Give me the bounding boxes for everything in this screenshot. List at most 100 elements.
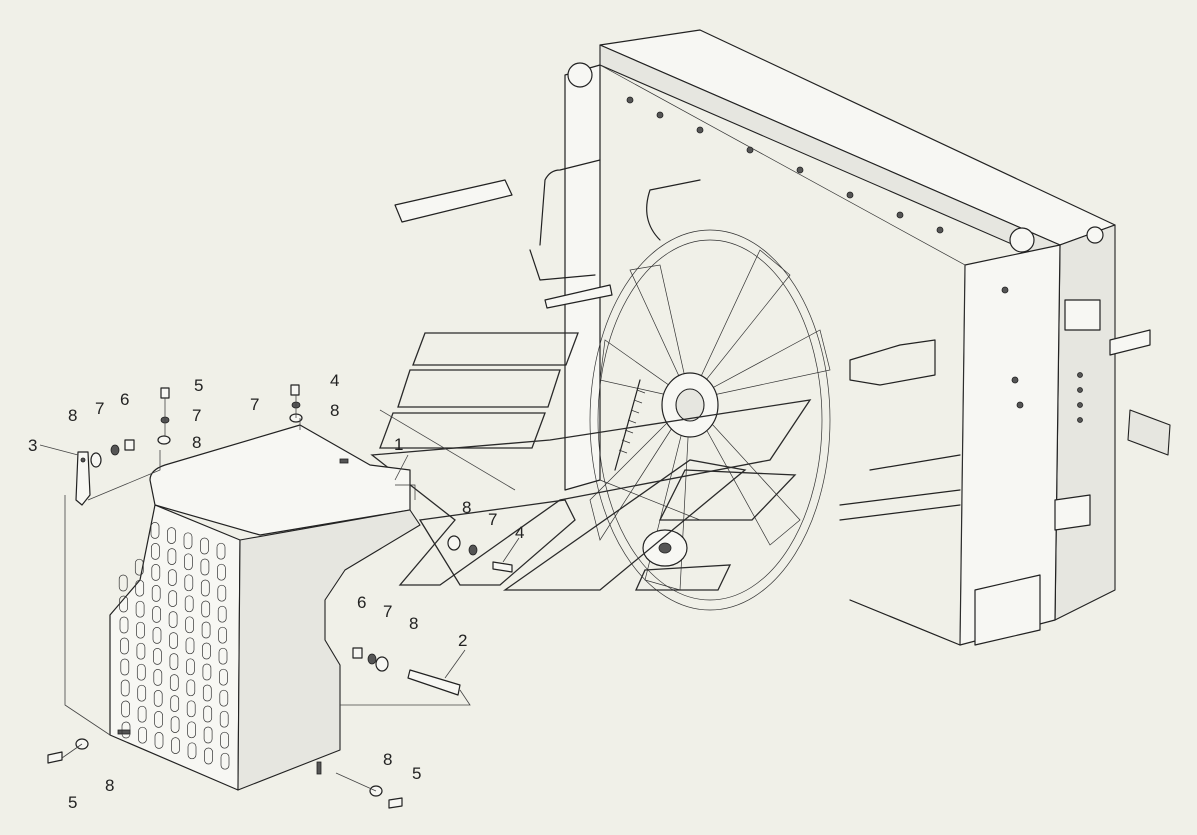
callout-6-top: 6 [120, 390, 129, 409]
grill-slot [218, 647, 228, 665]
grill-slot [169, 653, 179, 670]
grill-slot [136, 663, 146, 681]
grill-slot [169, 674, 179, 691]
grill-slot [218, 626, 227, 644]
grill-slot [121, 700, 130, 718]
grill-slot [153, 648, 162, 665]
grill-slot [119, 616, 129, 634]
grill-slot [168, 611, 178, 628]
callout-labels: 1 2 3 4 4 5 5 5 6 6 7 7 7 7 7 8 8 8 8 8 … [28, 371, 524, 812]
callout-5-bottom-left: 5 [68, 793, 77, 812]
grill-slot [152, 627, 162, 644]
grill-slot [167, 527, 176, 544]
callout-8-top: 8 [192, 433, 201, 452]
grill-slot [217, 584, 227, 602]
grill-slot [138, 726, 147, 744]
grill-slot [217, 563, 226, 581]
grill-slot [154, 711, 163, 728]
radiator-fan-assembly [394, 29, 1171, 646]
callout-5-top: 5 [194, 376, 203, 395]
grill-slot [167, 548, 177, 565]
callout-8-bottom-right: 8 [383, 750, 392, 769]
grill-slot [119, 595, 128, 613]
grill-slot [153, 669, 163, 686]
callout-5-bottom-right: 5 [412, 764, 421, 783]
grill-slot [137, 705, 147, 723]
grill-slot [203, 705, 213, 723]
callout-3: 3 [28, 436, 37, 455]
callout-8-bottom-left: 8 [105, 776, 114, 795]
grill-slot [186, 658, 195, 676]
callout-8-mid: 8 [462, 498, 471, 517]
grill-slot [135, 579, 145, 597]
grill-slot [152, 606, 161, 623]
grill-slot [185, 637, 195, 655]
callout-8-center: 8 [330, 401, 339, 420]
callout-8-lower: 8 [409, 614, 418, 633]
grill-slot [200, 558, 210, 576]
grill-slot [220, 731, 229, 749]
grill-slot [200, 537, 209, 555]
grill-slot [170, 716, 180, 733]
grill-slot [186, 679, 196, 697]
grill-slot [120, 679, 130, 697]
grill-slot [170, 695, 180, 712]
grill-slot [171, 737, 180, 754]
grill-slot [167, 569, 177, 586]
grill-slot [186, 700, 196, 718]
grill-slot [134, 558, 144, 576]
grill-slot [201, 621, 211, 639]
grill-slot [183, 532, 193, 550]
grill-slot [184, 574, 194, 592]
grill-slot [151, 564, 161, 581]
grill-slot [121, 721, 131, 739]
grill-slot [203, 726, 213, 744]
grill-slot [168, 590, 178, 607]
grill-slot [220, 752, 230, 770]
callout-7-top: 7 [192, 406, 201, 425]
grill-slot [137, 684, 147, 702]
fan-guard-part [109, 424, 421, 791]
grill-slot [184, 595, 194, 613]
grill-slot [136, 642, 146, 660]
grill-slot [185, 616, 194, 634]
grill-slot [169, 632, 178, 649]
grill-slot [154, 732, 164, 749]
grill-slot [187, 721, 196, 739]
callout-7-left: 7 [95, 399, 104, 418]
watermark-logo [370, 332, 812, 591]
grill-slot [202, 642, 211, 660]
grill-slot [118, 574, 128, 592]
callout-6-mid: 6 [357, 593, 366, 612]
grill-slot [216, 542, 226, 560]
grill-slot [120, 637, 129, 655]
bracket-part-2 [407, 669, 461, 696]
grill-slot [200, 579, 210, 597]
grill-slot [135, 600, 145, 618]
grill-slot [151, 543, 160, 560]
grill-slot [150, 522, 160, 539]
grill-slot [136, 621, 145, 639]
grill-slot [184, 553, 193, 571]
grill-slot [204, 747, 213, 765]
callout-7-center: 7 [250, 395, 259, 414]
grill-slot [219, 710, 229, 728]
callout-8-left: 8 [68, 406, 77, 425]
grill-slot [202, 663, 212, 681]
callout-4-top: 4 [330, 371, 339, 390]
callout-4-mid: 4 [515, 523, 524, 542]
callout-7-mid: 7 [488, 510, 497, 529]
grill-slot [153, 690, 163, 707]
bracket-part-3 [75, 451, 91, 506]
grill-slot [202, 684, 212, 702]
callout-7-lower: 7 [383, 602, 392, 621]
grill-slot [187, 742, 197, 760]
grill-slot [120, 658, 130, 676]
callout-1: 1 [394, 435, 403, 454]
leader-lines [39, 395, 520, 792]
grill-slot [219, 668, 228, 686]
grill-slot [151, 585, 161, 602]
callout-2: 2 [458, 631, 467, 650]
grill-slot [217, 605, 227, 623]
